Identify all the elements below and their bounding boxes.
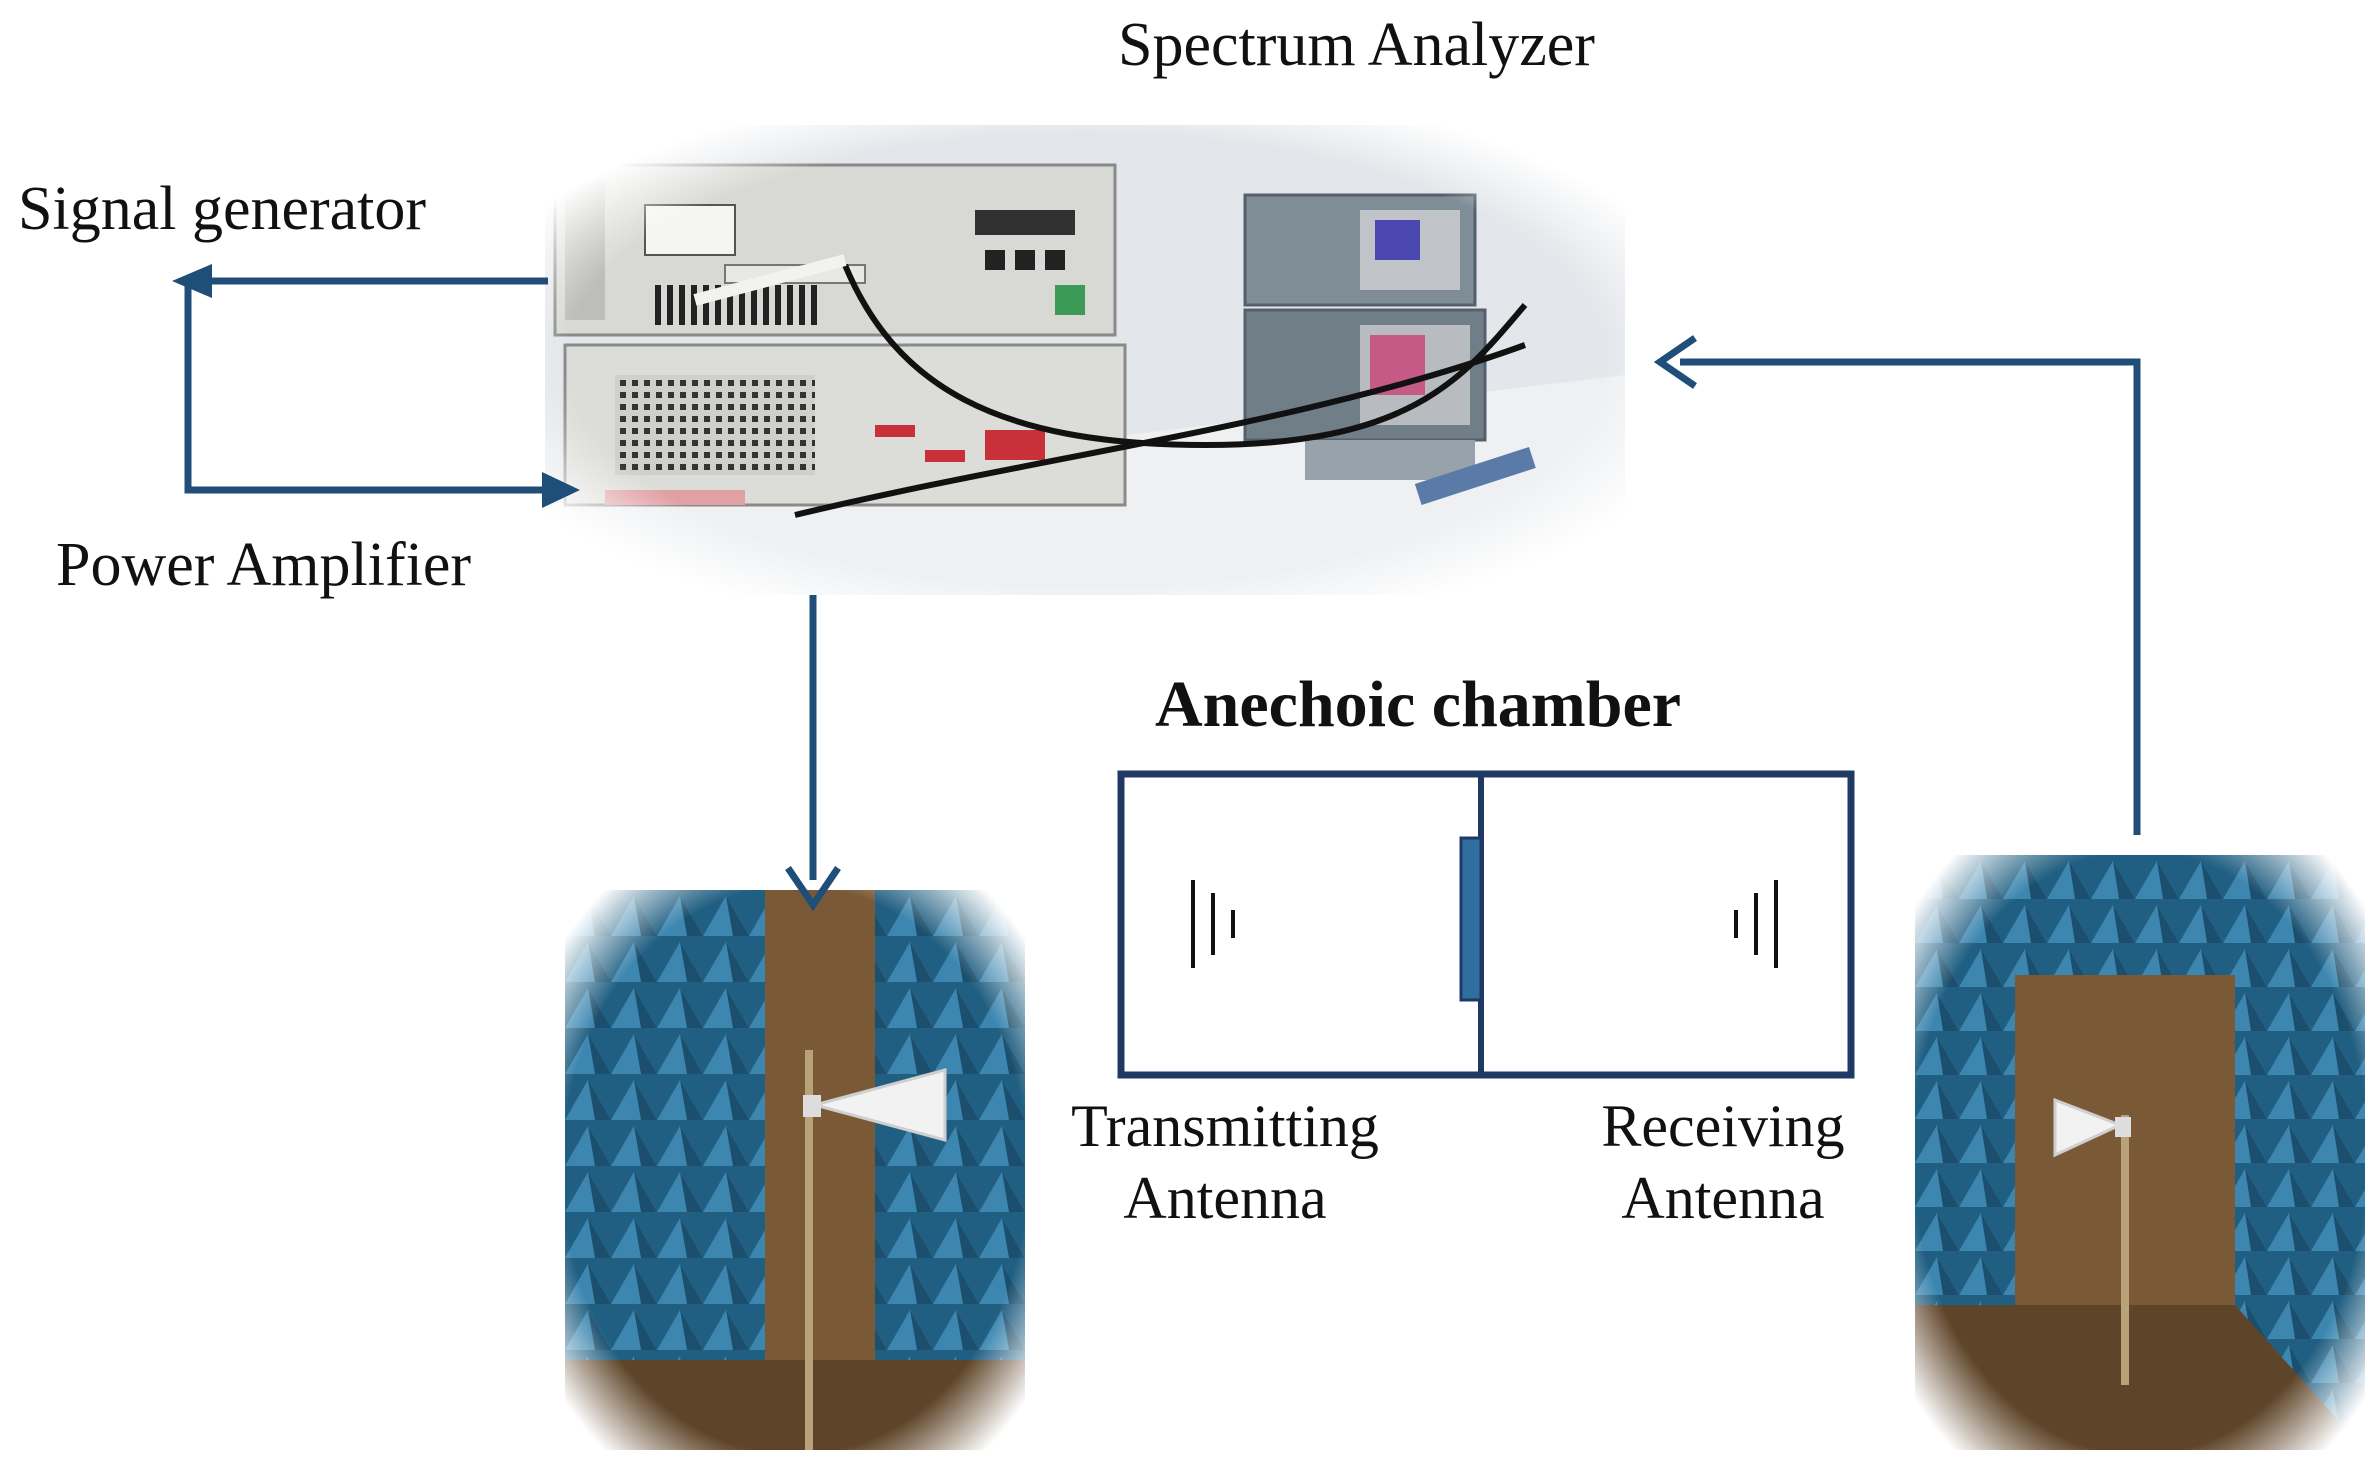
- receiving-antenna-label: Receiving Antenna: [1548, 1090, 1898, 1234]
- receiving-antenna-line1: Receiving: [1601, 1093, 1845, 1159]
- transmitting-antenna-label: Transmitting Antenna: [1050, 1090, 1400, 1234]
- receiving-chamber-photo: [1915, 855, 2365, 1450]
- signal-generator-label: Signal generator: [18, 175, 427, 243]
- arrowhead-right: [542, 472, 580, 508]
- spectrum-analyzer-label: Spectrum Analyzer: [1118, 11, 1595, 79]
- signal-to-amplifier-arrow: [184, 277, 560, 494]
- transmitting-antenna-symbol: [1191, 880, 1235, 968]
- arrowhead-left: [172, 264, 212, 298]
- transmitting-antenna-line2: Antenna: [1123, 1165, 1327, 1231]
- transmitting-antenna-line1: Transmitting: [1071, 1093, 1379, 1159]
- receiving-antenna-line2: Antenna: [1621, 1165, 1825, 1231]
- anechoic-chamber-title: Anechoic chamber: [1155, 668, 1682, 741]
- instruments-photo: [545, 125, 1625, 595]
- receiver-to-analyzer-line: [1680, 358, 2141, 835]
- power-amplifier-label: Power Amplifier: [56, 531, 471, 599]
- anechoic-chamber-schematic: [1117, 770, 1855, 1079]
- arrowhead-down: [785, 866, 841, 912]
- transmitting-chamber-photo: [565, 890, 1025, 1450]
- receiving-antenna-symbol: [1734, 880, 1778, 968]
- arrowhead-left-analyzer: [1653, 335, 1697, 389]
